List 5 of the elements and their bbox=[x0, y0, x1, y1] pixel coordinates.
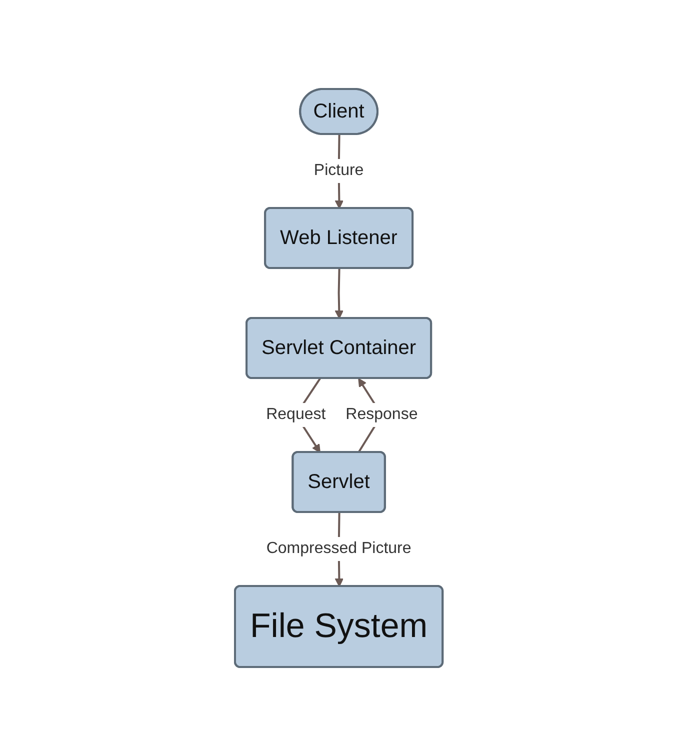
edge-label: Response bbox=[346, 406, 418, 423]
edge-label: Request bbox=[266, 406, 326, 423]
edge-label: Compressed Picture bbox=[266, 540, 412, 557]
arrow bbox=[334, 268, 344, 319]
edge-label: Picture bbox=[314, 162, 364, 179]
